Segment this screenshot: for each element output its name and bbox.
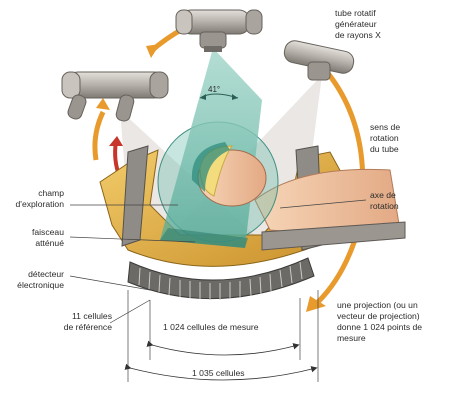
reference-cells-line2: de référence bbox=[63, 322, 112, 332]
field-label-line1: champ bbox=[38, 188, 64, 198]
detector-cells bbox=[138, 261, 303, 300]
projection-line1: une projection (ou un bbox=[337, 300, 418, 310]
field-label-line2: d'exploration bbox=[15, 199, 64, 209]
projection-line4: mesure bbox=[337, 333, 366, 343]
rotation-direction-line3: du tube bbox=[370, 144, 399, 154]
beam-label-line1: faisceau bbox=[31, 227, 64, 237]
reference-cells-line1: 11 cellules bbox=[72, 311, 112, 321]
projection-line2: vecteur de projection) bbox=[337, 311, 420, 321]
rotation-axis-line2: rotation bbox=[370, 201, 399, 211]
detector-label-line1: détecteur bbox=[28, 269, 64, 279]
patient-table bbox=[261, 221, 406, 251]
rotation-arrowhead-right bbox=[306, 296, 326, 312]
rotation-arrow-left bbox=[92, 110, 106, 161]
rotation-direction-line1: sens de bbox=[370, 122, 401, 132]
rotation-arrowhead-left bbox=[96, 98, 110, 110]
tube-label-line2: générateur bbox=[335, 19, 377, 29]
leader-lines bbox=[69, 199, 367, 382]
rotation-axis-arrowhead bbox=[109, 136, 123, 146]
angle-label: 41° bbox=[208, 85, 221, 94]
total-cells-label: 1 035 cellules bbox=[192, 368, 245, 378]
projection-line3: donne 1 024 points de bbox=[337, 322, 423, 332]
angle-arrow-left bbox=[200, 94, 206, 100]
measure-arc-1024 bbox=[146, 340, 300, 356]
measure-arc-1035 bbox=[124, 363, 318, 381]
beam-attenuated bbox=[160, 228, 248, 248]
xray-tube-left bbox=[61, 71, 169, 122]
rotation-axis-line1: axe de bbox=[370, 190, 396, 200]
measurement-cells-label: 1 024 cellules de mesure bbox=[163, 322, 259, 332]
beam-label-line2: atténué bbox=[35, 238, 64, 248]
detector-arc bbox=[127, 257, 315, 300]
rotation-arrowhead-top bbox=[146, 44, 160, 58]
xray-tube-top bbox=[175, 9, 263, 52]
xray-tube-right bbox=[283, 40, 355, 81]
tube-label-line3: de rayons X bbox=[335, 30, 381, 40]
patient-cap bbox=[191, 142, 230, 192]
rotation-direction-line2: rotation bbox=[370, 133, 399, 143]
angle-arrow-right bbox=[232, 94, 238, 100]
tube-label-line1: tube rotatif bbox=[335, 8, 376, 18]
detector-label-line2: électronique bbox=[17, 280, 64, 290]
